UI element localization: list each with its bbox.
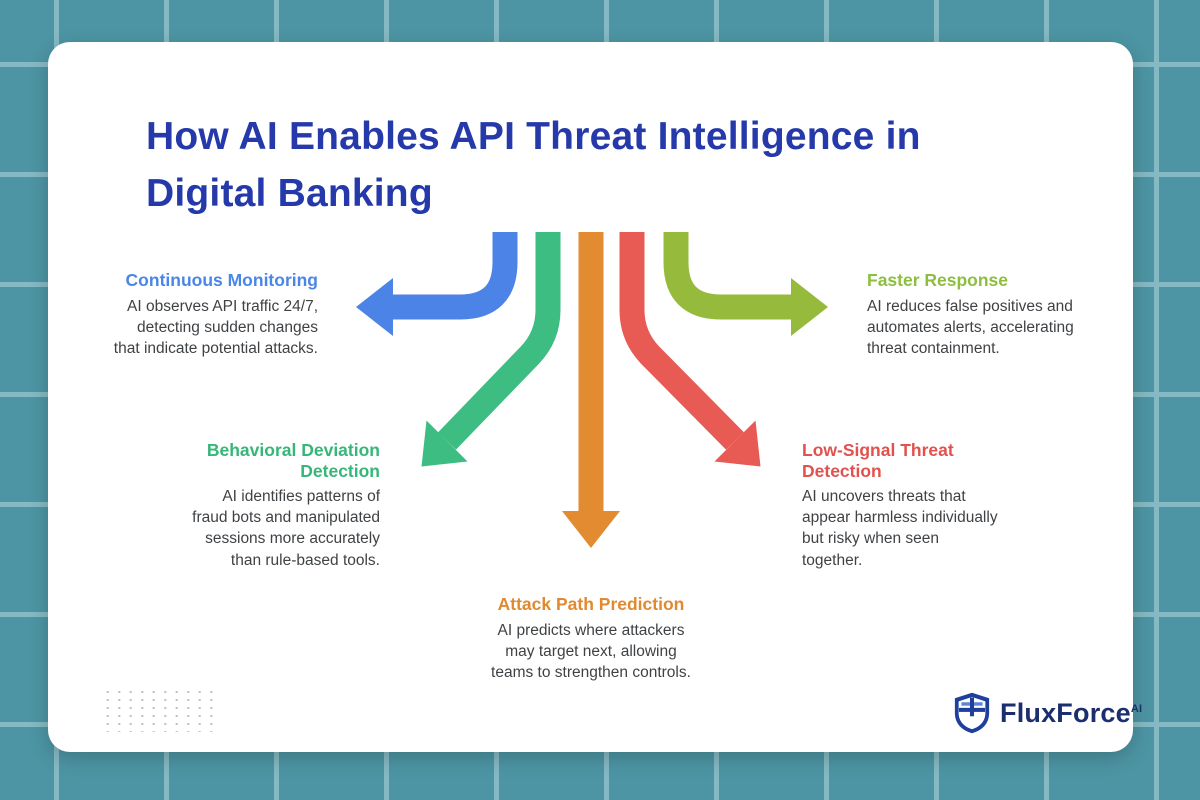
brand-name: FluxForceAI — [1000, 698, 1142, 729]
brand-name-text: FluxForce — [1000, 697, 1131, 728]
branch-description: AI reduces false positives and automates… — [867, 297, 1074, 357]
branch-continuous-monitoring: Continuous Monitoring AI observes API tr… — [110, 270, 318, 359]
page-title: How AI Enables API Threat Intelligence i… — [146, 115, 921, 216]
branch-label: Behavioral Deviation Detection — [206, 440, 380, 481]
branch-description: AI identifies patterns of fraud bots and… — [192, 488, 380, 569]
branch-description: AI predicts where attackers may target n… — [491, 621, 691, 681]
branch-description: AI observes API traffic 24/7, detecting … — [113, 297, 318, 357]
branch-label: Continuous Monitoring — [125, 270, 318, 290]
dot-pattern-decoration — [102, 688, 214, 732]
branch-label: Faster Response — [867, 270, 1009, 290]
branch-description: AI uncovers threats that appear harmless… — [802, 488, 998, 569]
branch-faster-response: Faster Response AI reduces false positiv… — [867, 270, 1083, 359]
branch-low-signal-threat-detection: Low-Signal Threat Detection AI uncovers … — [802, 440, 1000, 571]
brand-logo: FluxForceAI — [953, 692, 1142, 734]
branch-behavioral-deviation-detection: Behavioral Deviation Detection AI identi… — [186, 440, 380, 571]
brand-name-superscript: AI — [1130, 702, 1143, 715]
branch-label: Attack Path Prediction — [497, 594, 685, 614]
branch-label: Low-Signal Threat Detection — [802, 440, 954, 481]
infographic-card: How AI Enables API Threat Intelligence i… — [48, 42, 1142, 752]
shield-icon — [954, 692, 990, 734]
branch-attack-path-prediction: Attack Path Prediction AI predicts where… — [486, 594, 696, 683]
